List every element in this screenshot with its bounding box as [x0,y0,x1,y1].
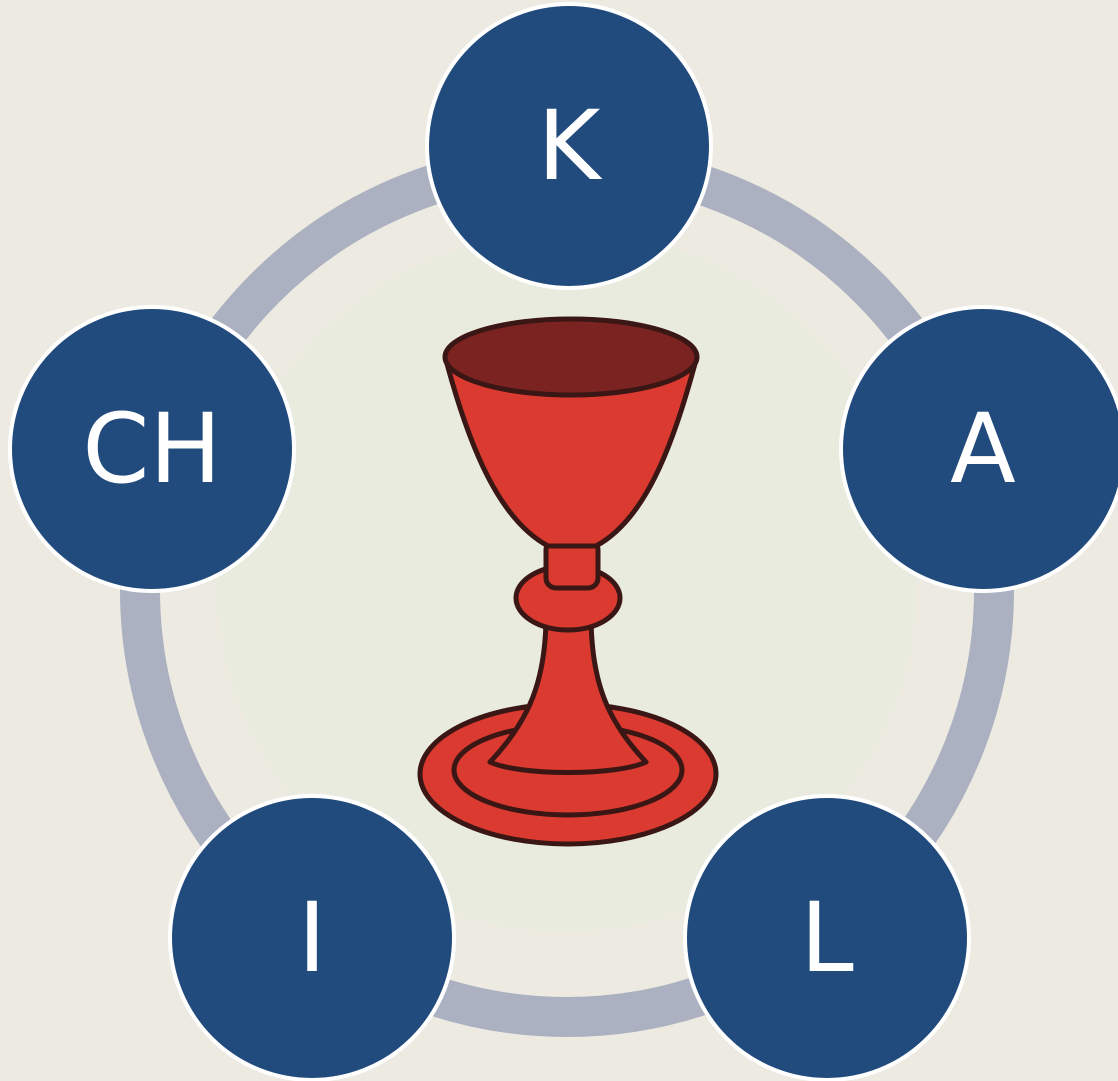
node-l: L [683,794,971,1081]
node-ch: CH [8,305,296,593]
node-k-circle [425,2,713,290]
node-l-label: L [800,882,853,994]
chalice-icon [417,316,719,847]
node-ch-circle [8,305,296,593]
node-l-circle [683,794,971,1081]
node-i: I [168,794,456,1081]
node-ch-label: CH [82,393,221,505]
node-k: K [425,2,713,290]
node-k-label: K [538,90,603,202]
node-a-label: A [950,393,1016,505]
node-i-label: I [298,882,326,994]
node-a-circle [839,305,1118,593]
node-a: A [839,305,1118,593]
node-i-circle [168,794,456,1081]
